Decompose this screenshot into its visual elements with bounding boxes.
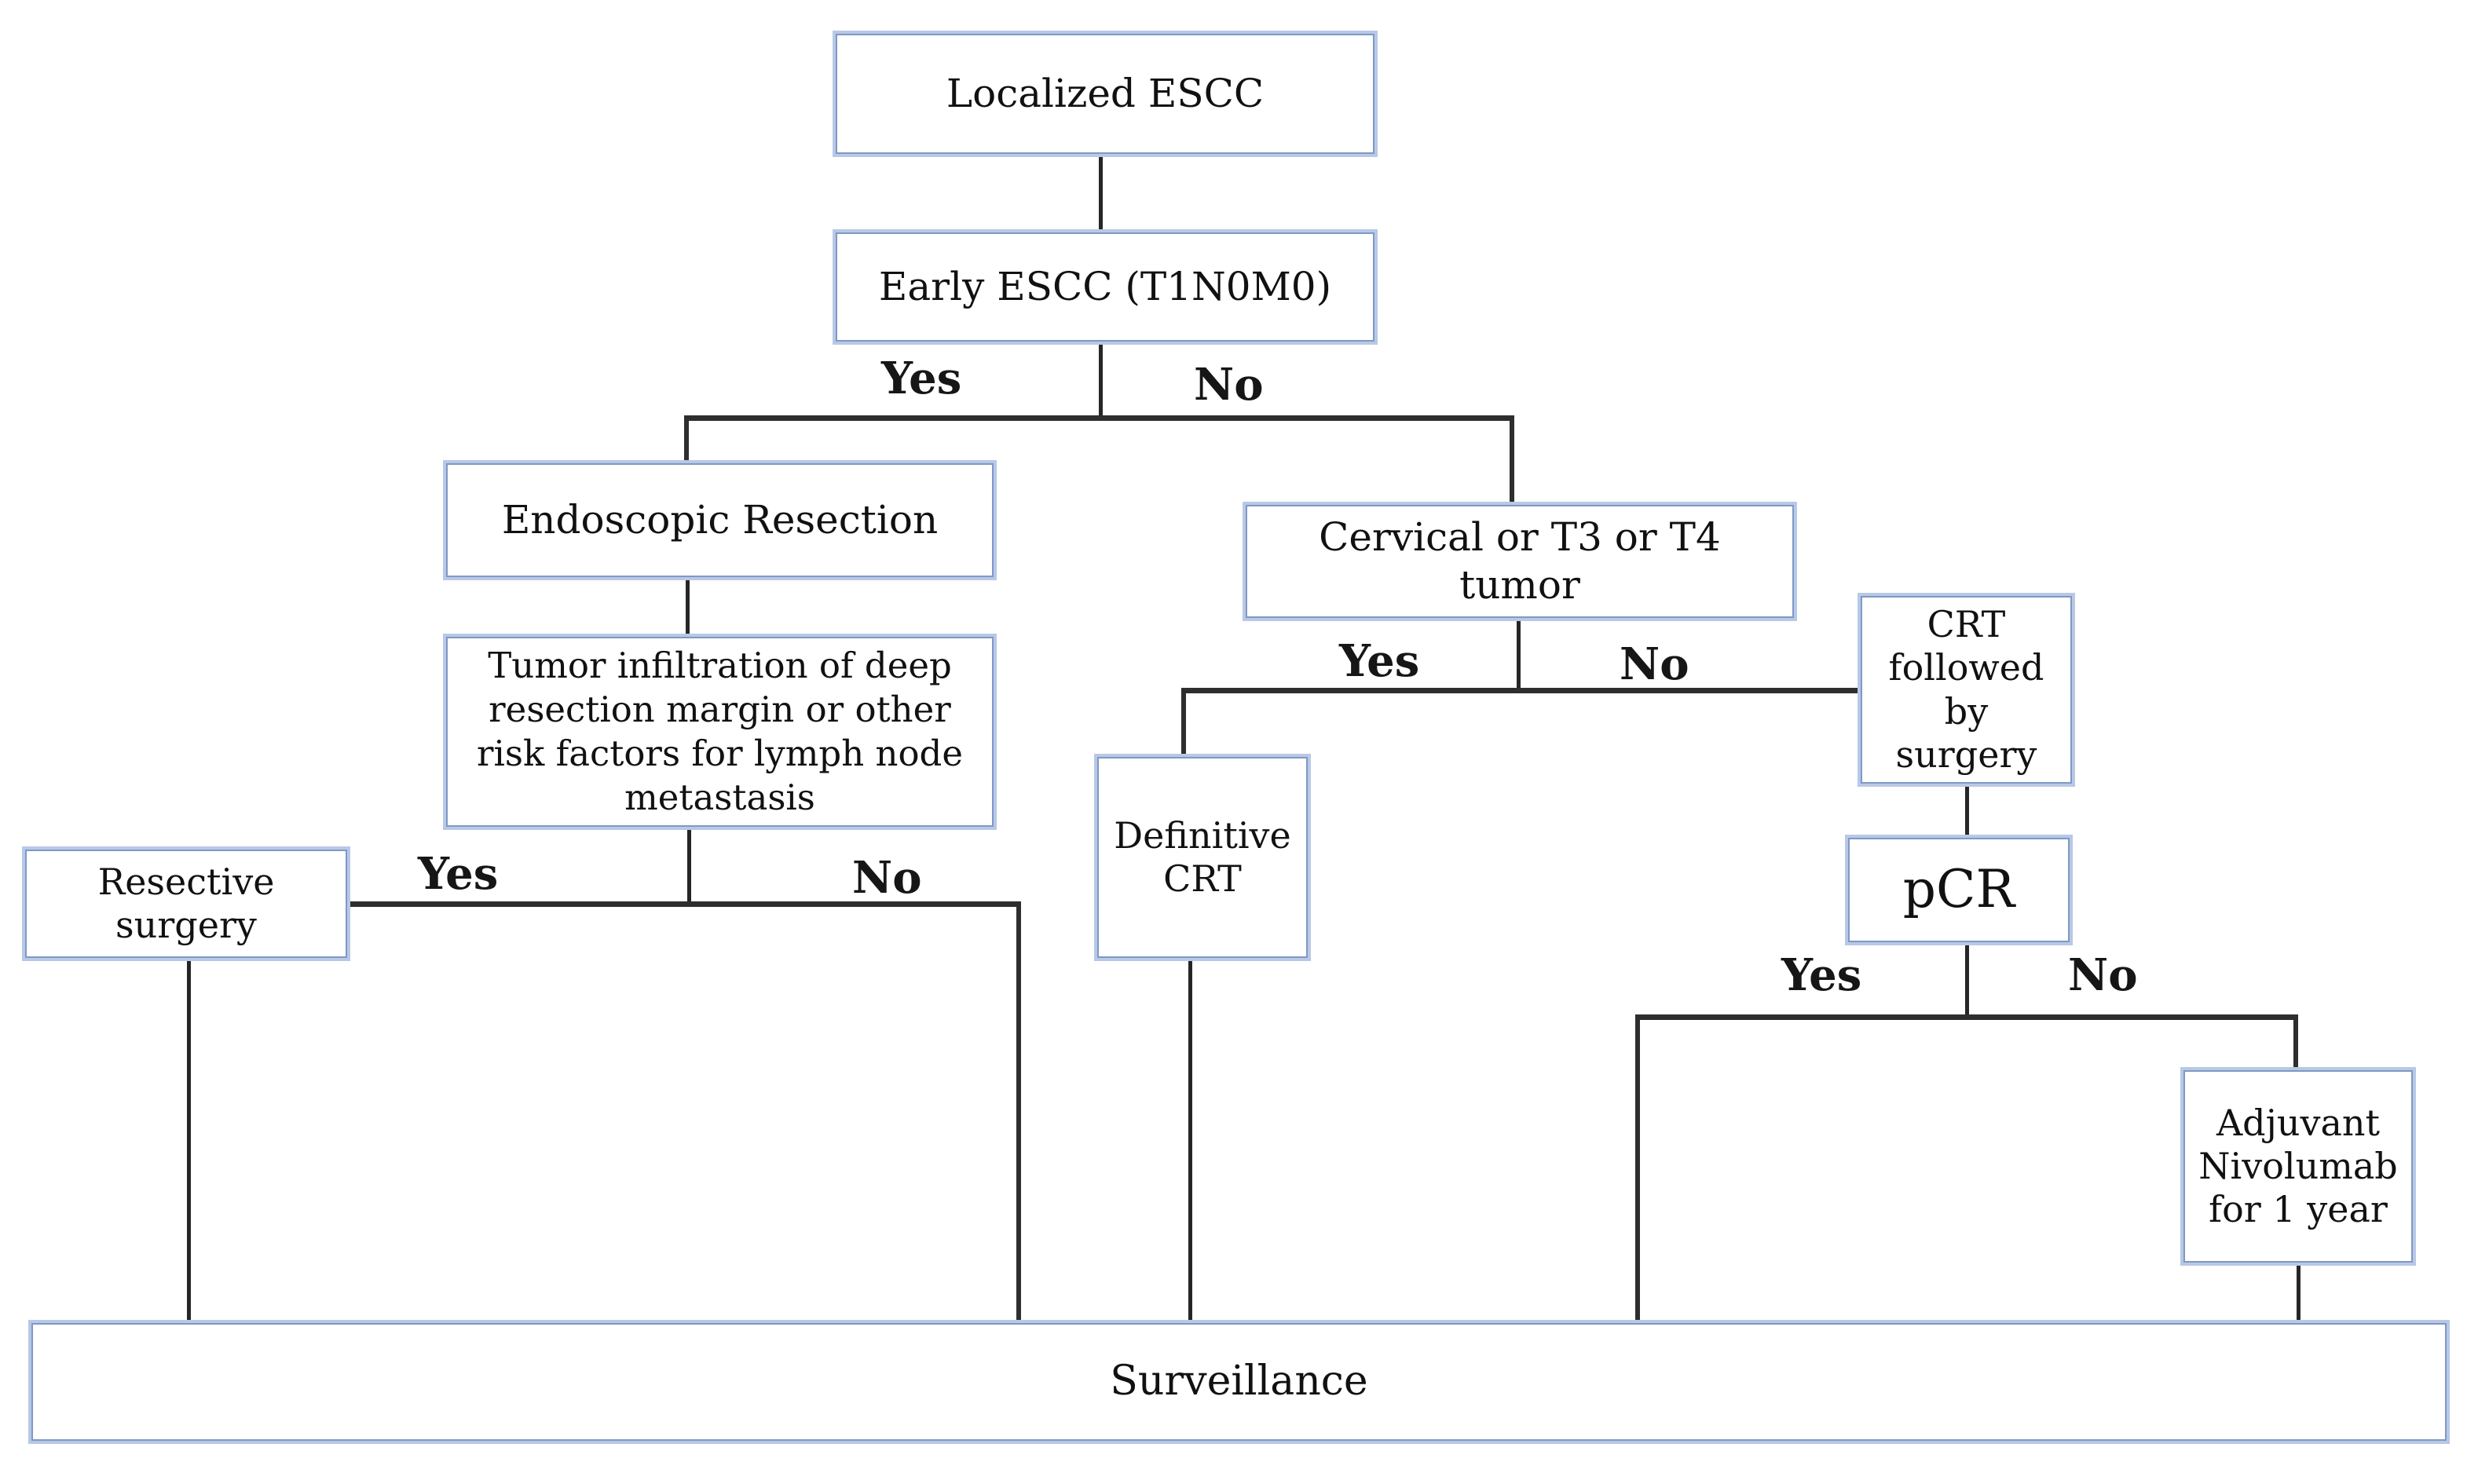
connector-definitive-to-surveillance: [1188, 958, 1192, 1323]
branch-pcr-yes-drop-to-surveillance: [1635, 1014, 1640, 1323]
node-crt-followed-by-surgery: CRT followed by surgery: [1861, 596, 2072, 784]
edge-label-early-yes: Yes: [881, 353, 962, 404]
node-pcr: pCR: [1848, 838, 2070, 942]
node-localized-escc: Localized ESCC: [836, 34, 1374, 154]
edge-label-cervical-yes: Yes: [1339, 635, 1420, 687]
connector-endoscopic-to-tumor: [686, 577, 690, 637]
node-resective-surgery: Resective surgery: [25, 850, 347, 958]
node-early-escc: Early ESCC (T1N0M0): [836, 232, 1374, 342]
connector-crt-to-pcr: [1965, 784, 1969, 838]
edge-label-tumor-no: No: [852, 852, 922, 904]
connector-pcr-to-branch: [1965, 942, 1969, 1014]
node-adjuvant-nivolumab: Adjuvant Nivolumab for 1 year: [2183, 1070, 2413, 1263]
branch-early-horizontal: [686, 415, 1514, 421]
node-endoscopic-resection: Endoscopic Resection: [446, 463, 994, 577]
branch-pcr-no-drop: [2293, 1014, 2298, 1070]
connector-resective-to-surveillance: [187, 958, 191, 1323]
branch-early-yes-drop: [684, 415, 689, 463]
node-definitive-crt: Definitive CRT: [1097, 757, 1308, 958]
edge-label-tumor-yes: Yes: [418, 848, 499, 900]
node-surveillance: Surveillance: [31, 1323, 2447, 1441]
branch-pcr-horizontal: [1635, 1014, 2298, 1020]
edge-label-pcr-yes: Yes: [1781, 949, 1862, 1001]
branch-cervical-yes-drop: [1181, 688, 1186, 757]
connector-early-to-branch: [1099, 342, 1103, 419]
branch-tumor-horizontal: [349, 901, 1021, 907]
branch-cervical-horizontal: [1181, 688, 1861, 693]
edge-label-early-no: No: [1194, 359, 1264, 411]
edge-label-pcr-no: No: [2068, 949, 2138, 1001]
branch-early-no-drop: [1510, 415, 1514, 505]
connector-adjuvant-to-surveillance: [2297, 1263, 2300, 1323]
connector-tumor-to-branch: [687, 827, 691, 901]
node-cervical-t3-t4: Cervical or T3 or T4 tumor: [1246, 505, 1794, 618]
connector-localized-to-early: [1099, 154, 1103, 232]
node-tumor-infiltration: Tumor infiltration of deep resection mar…: [446, 637, 994, 827]
edge-label-cervical-no: No: [1620, 638, 1689, 690]
branch-tumor-no-drop-to-surveillance: [1016, 901, 1021, 1323]
connector-cervical-to-branch: [1517, 618, 1521, 688]
